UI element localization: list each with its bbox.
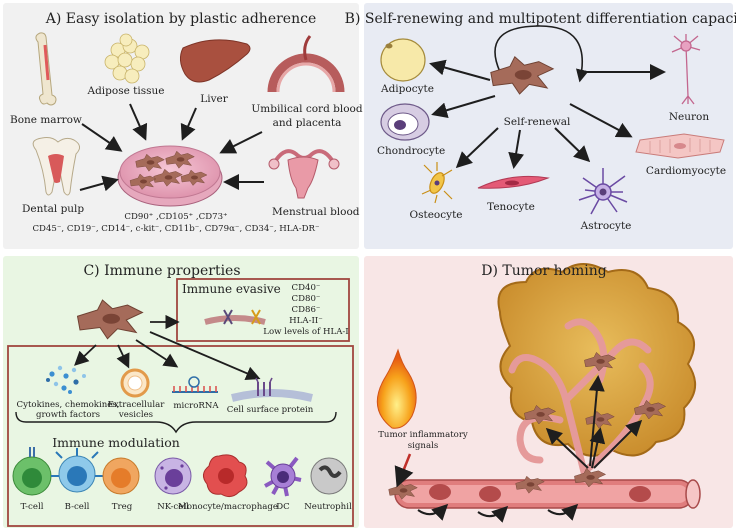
label-surface-protein: Cell surface protein: [226, 405, 314, 415]
evasion-marker-cd80: CD80⁻: [291, 294, 321, 304]
label-nk-cell: NK-cell: [157, 502, 189, 512]
blood-vessel: [394, 479, 701, 509]
label-dental-pulp: Dental pulp: [22, 203, 85, 215]
self-renewal-arrow: [494, 25, 589, 83]
label-vesicles-1: Extracellular: [107, 400, 165, 410]
label-microrna: microRNA: [173, 401, 219, 411]
panel-a-title: A) Easy isolation by plastic adherence: [45, 11, 317, 27]
label-cytokines-2: growth factors: [35, 410, 101, 420]
cardiomyocyte-icon: [635, 133, 725, 159]
placenta-icon: [267, 35, 345, 93]
liver-icon: [179, 39, 251, 83]
label-osteocyte: Osteocyte: [409, 209, 463, 221]
petri-dish: [117, 145, 223, 207]
label-chondrocyte: Chondrocyte: [377, 145, 446, 157]
label-adipocyte: Adipocyte: [381, 83, 434, 95]
immune-evasion-title: Immune evasive: [182, 282, 281, 296]
markers-positive: CD90⁺ ,CD105⁺ ,CD73⁺: [124, 212, 228, 222]
panel-b-title: B) Self-renewing and multipotent differe…: [344, 11, 736, 27]
panel-d-arrows: [417, 375, 643, 523]
label-b-cell: B-cell: [64, 502, 90, 512]
bone-marrow-icon: [35, 32, 57, 106]
label-tumor-signals-1: Tumor inflammatory: [378, 430, 468, 440]
tooth-icon: [32, 137, 80, 196]
label-tenocyte: Tenocyte: [487, 201, 535, 213]
label-cardiomyocyte: Cardiomyocyte: [645, 165, 727, 177]
label-bone-marrow: Bone marrow: [10, 114, 82, 126]
evasion-marker-cd86: CD86⁻: [291, 305, 321, 315]
tenocyte-icon: [477, 175, 550, 189]
panel-a: [3, 3, 359, 249]
treg-icon: [102, 457, 140, 495]
astrocyte-icon: [578, 168, 628, 215]
label-neuron: Neuron: [668, 111, 710, 123]
macrophage-icon: [203, 454, 248, 498]
label-astrocyte: Astrocyte: [580, 220, 632, 232]
panel-d: [364, 256, 733, 528]
chondrocyte-icon: [380, 103, 430, 141]
label-adipose-tissue: Adipose tissue: [87, 85, 165, 97]
uterus-icon: [268, 149, 340, 199]
panel-c: [3, 256, 359, 528]
label-menstrual-blood: Menstrual blood: [272, 206, 360, 218]
panel-d-title: D) Tumor homing: [481, 263, 607, 279]
evasion-marker-cd40: CD40⁻: [291, 283, 321, 293]
panel-b: [364, 3, 733, 249]
immune-evasion-box: [176, 278, 350, 342]
label-tumor-signals-2: signals: [407, 441, 439, 451]
label-treg: Treg: [111, 502, 133, 512]
immune-modulation-title: Immune modulation: [52, 435, 180, 450]
panel-b-background: [364, 3, 733, 249]
microrna-icon: [172, 376, 218, 393]
panel-a-arrows: [79, 103, 264, 192]
panel-c-arrows: [74, 331, 261, 381]
fire-icon: [376, 348, 417, 429]
osteocyte-icon: [421, 162, 453, 204]
nk-cell-icon: [154, 457, 192, 495]
surface-protein-icon: [231, 377, 313, 402]
label-cord-blood-1: Umbilical cord blood: [251, 103, 363, 115]
tumor-vasculature: [508, 318, 654, 484]
label-t-cell: T-cell: [20, 502, 44, 512]
modulation-brace: [15, 411, 337, 434]
vesicle-icon: [120, 368, 150, 398]
cytokines-icon: [46, 365, 86, 394]
label-cytokines-1: Cytokines, chemokines,: [16, 400, 120, 410]
label-neutrophil: Neutrophil: [304, 502, 352, 512]
b-cell-icon: [51, 448, 103, 493]
panel-c-title: C) Immune properties: [83, 263, 241, 279]
label-cord-blood-2: and placenta: [272, 117, 342, 129]
markers-negative: CD45⁻, CD19⁻, CD14⁻, c-kit⁻, CD11b⁻, CD7…: [32, 224, 320, 234]
label-liver: Liver: [200, 93, 228, 105]
label-monocyte-macrophage: Monocyte/macrophage: [178, 502, 278, 512]
panel-b-arrows: [429, 59, 666, 169]
membrane-icon: [204, 309, 266, 325]
label-self-renewal: Self-renewal: [503, 116, 571, 128]
label-vesicles-2: vesicles: [118, 410, 154, 420]
neutrophil-icon: [310, 457, 348, 495]
adipocyte-icon: [380, 38, 426, 82]
adipose-tissue-icon: [104, 33, 150, 84]
evasion-marker-hla-ii: HLA-II⁻: [289, 316, 323, 326]
immune-modulation-box: [7, 345, 354, 527]
evasion-marker-hla-i: Low levels of HLA-I: [263, 327, 349, 337]
signals-arrow: [394, 453, 414, 488]
dc-icon: [264, 456, 302, 497]
neuron-icon: [671, 34, 701, 105]
label-dc: DC: [276, 502, 290, 512]
